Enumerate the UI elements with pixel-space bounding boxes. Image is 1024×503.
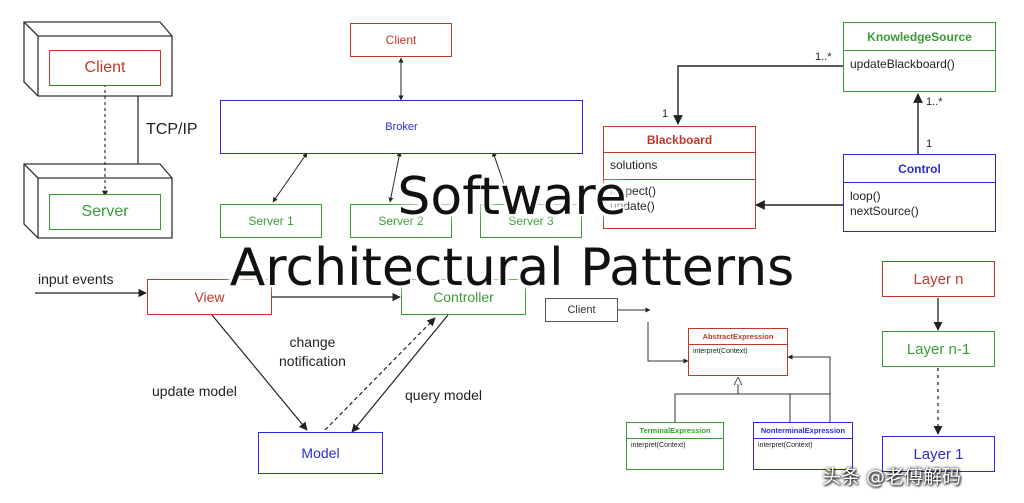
nonterminal-aggregation — [787, 354, 831, 422]
blackboard-method-1: inspect() — [610, 184, 657, 198]
blackboard-class: Blackboard solutions inspect() update() — [603, 126, 756, 229]
layer-n1-box: Layer n-1 — [882, 331, 995, 367]
mult-ks-target: 1 — [662, 108, 669, 120]
server-1-box: Server 1 — [220, 204, 322, 238]
server-3-box: Server 3 — [480, 204, 582, 238]
terminal-generalization — [674, 393, 830, 422]
mult-ks-source: 1..* — [815, 51, 832, 63]
mult-control-target: 1..* — [926, 96, 943, 108]
query-model-label: query model — [405, 387, 483, 403]
ks-to-blackboard-link — [673, 65, 843, 125]
control-name: Control — [844, 155, 995, 183]
terminal-expression-method: interpret(Context) — [631, 442, 686, 449]
title-line-1: Software — [397, 167, 627, 227]
client-to-abstract-link — [647, 322, 689, 364]
knowledge-source-name: KnowledgeSource — [844, 23, 995, 51]
watermark: 头条 @老傅解码 — [822, 466, 962, 488]
interpreter-client-box: Client — [545, 298, 618, 322]
broker-server1-link — [272, 152, 308, 203]
tcp-ip-label: TCP/IP — [146, 121, 198, 138]
blackboard-method-2: update() — [610, 199, 655, 213]
knowledge-source-method: updateBlackboard() — [850, 57, 955, 71]
abstract-expression-method: interpret(Context) — [693, 348, 748, 355]
controller-box: Controller — [401, 279, 526, 315]
layer-1-box: Layer 1 — [882, 436, 995, 472]
broker-box: Broker — [220, 100, 583, 154]
mult-control-source: 1 — [926, 138, 933, 150]
nonterminal-expression-class: NonterminalExpression interpret(Context) — [753, 422, 853, 470]
abstract-expression-class: AbstractExpression interpret(Context) — [688, 328, 788, 376]
terminal-expression-name: TerminalExpression — [627, 423, 723, 439]
control-method-1: loop() — [850, 189, 881, 203]
blackboard-name: Blackboard — [604, 127, 755, 153]
view-box: View — [147, 279, 272, 315]
blackboard-attr: solutions — [604, 153, 755, 180]
abstract-expression-name: AbstractExpression — [689, 329, 787, 345]
change-notification-arrow — [324, 317, 436, 431]
knowledge-source-class: KnowledgeSource updateBlackboard() — [843, 22, 996, 92]
control-class: Control loop() nextSource() — [843, 154, 996, 232]
layer-n-box: Layer n — [882, 261, 995, 297]
broker-client-box: Client — [350, 23, 452, 57]
nonterminal-expression-method: interpret(Context) — [758, 442, 813, 449]
broker-server3-link — [492, 151, 511, 203]
update-model-arrow — [211, 314, 308, 431]
model-box: Model — [258, 432, 383, 474]
client-box: Client — [49, 50, 161, 86]
control-method-2: nextSource() — [850, 204, 919, 218]
nonterminal-expression-name: NonterminalExpression — [754, 423, 852, 439]
server-2-box: Server 2 — [350, 204, 452, 238]
broker-server2-link — [388, 151, 402, 203]
terminal-expression-class: TerminalExpression interpret(Context) — [626, 422, 724, 470]
input-events-label: input events — [38, 271, 114, 287]
update-model-label: update model — [152, 383, 237, 399]
title-line-2: Architectural Patterns — [229, 238, 795, 298]
query-model-arrow — [351, 314, 449, 433]
change-notification-label: change notification — [279, 334, 346, 369]
server-box: Server — [49, 194, 161, 230]
